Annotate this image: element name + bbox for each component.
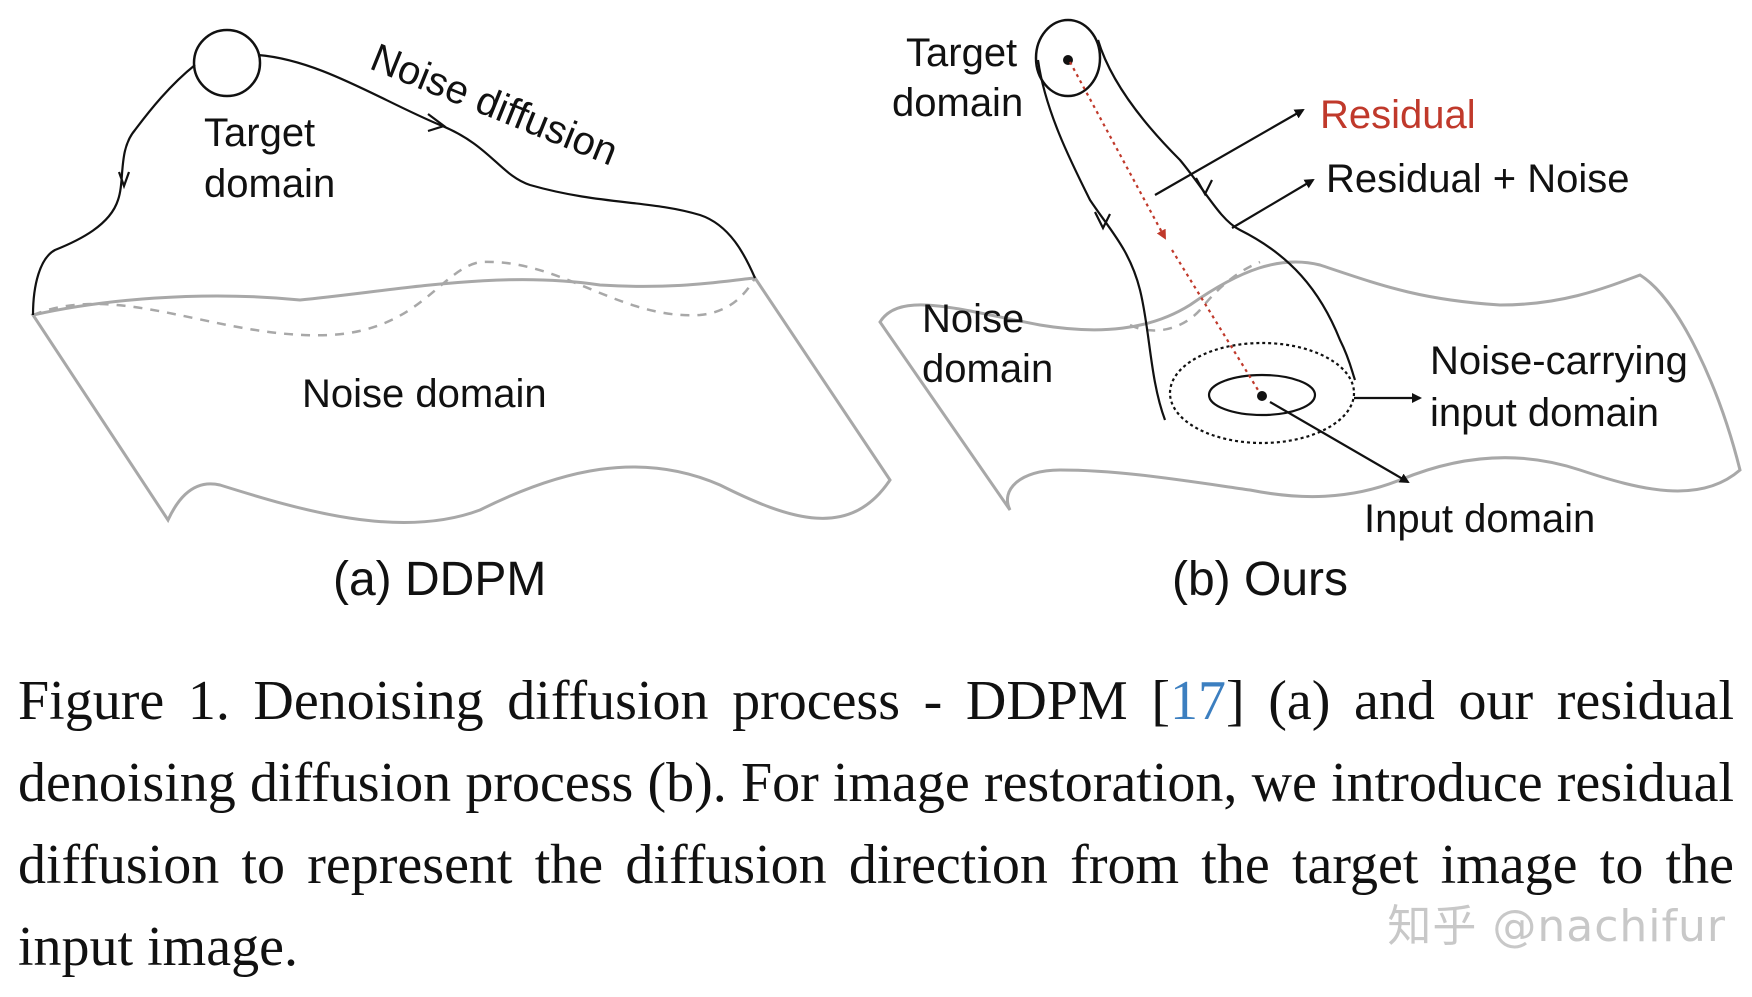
subcaption-b: (b) Ours <box>1172 553 1348 606</box>
residual-arrow-continue <box>1171 249 1259 391</box>
panel-a: Target domain Noise diffusion Noise doma… <box>30 28 892 606</box>
target-label-b-1: Target <box>906 31 1017 75</box>
figure-caption: Figure 1. Denoising diffusion process - … <box>18 660 1734 988</box>
dashed-boundary-a <box>32 260 757 337</box>
caption-prefix: Figure 1. Denoising diffusion process - … <box>18 670 1170 732</box>
tube-left-b <box>1036 59 1167 421</box>
caption-suffix: ] (a) and our residual denoising diffusi… <box>18 670 1734 978</box>
target-label-a-2: domain <box>204 162 335 206</box>
noise-carrying-label-2: input domain <box>1430 391 1659 435</box>
input-point <box>1257 391 1267 401</box>
noise-domain-surface-a <box>30 276 892 525</box>
residual-noise-label: Residual + Noise <box>1326 157 1630 201</box>
watermark: 知乎 @nachifur <box>1387 901 1726 952</box>
residual-pointer <box>1154 109 1305 196</box>
noise-carrying-label-1: Noise-carrying <box>1430 339 1688 383</box>
dashed-boundary-b <box>1129 260 1261 332</box>
subcaption-a: (a) DDPM <box>333 553 546 606</box>
trajectory-arrow-a1 <box>117 171 131 190</box>
target-domain-circle-b <box>1034 18 1102 98</box>
residual-label: Residual <box>1320 93 1476 137</box>
target-domain-circle-a <box>192 28 262 98</box>
trajectory-arrow-a2 <box>427 113 447 133</box>
caption-reference-link[interactable]: 17 <box>1169 670 1226 732</box>
noise-carrying-ring <box>1168 341 1356 445</box>
input-domain-label: Input domain <box>1364 497 1595 541</box>
trajectory-right-a <box>257 53 757 279</box>
diagram-figure: Target domain Noise diffusion Noise doma… <box>30 18 1742 606</box>
noise-domain-label-a: Noise domain <box>302 372 547 416</box>
panel-b: Target domain Residual Residual + Noise … <box>878 18 1742 606</box>
residual-noise-pointer <box>1231 178 1315 229</box>
trajectory-left-a <box>31 64 196 316</box>
tube-arrow-b1 <box>1094 211 1111 231</box>
target-label-a-1: Target <box>204 111 315 155</box>
input-domain-ellipse <box>1207 373 1317 417</box>
tube-right-b <box>1096 39 1357 381</box>
tube-arrow-b2 <box>1195 177 1213 197</box>
target-label-b-2: domain <box>892 81 1023 125</box>
input-domain-pointer <box>1269 401 1410 484</box>
residual-arrow <box>1069 61 1166 240</box>
noise-diffusion-label: Noise diffusion <box>365 36 624 175</box>
noise-domain-label-b-2: domain <box>922 347 1053 391</box>
noise-domain-label-b-1: Noise <box>922 297 1024 341</box>
noise-domain-surface-b <box>878 260 1742 511</box>
